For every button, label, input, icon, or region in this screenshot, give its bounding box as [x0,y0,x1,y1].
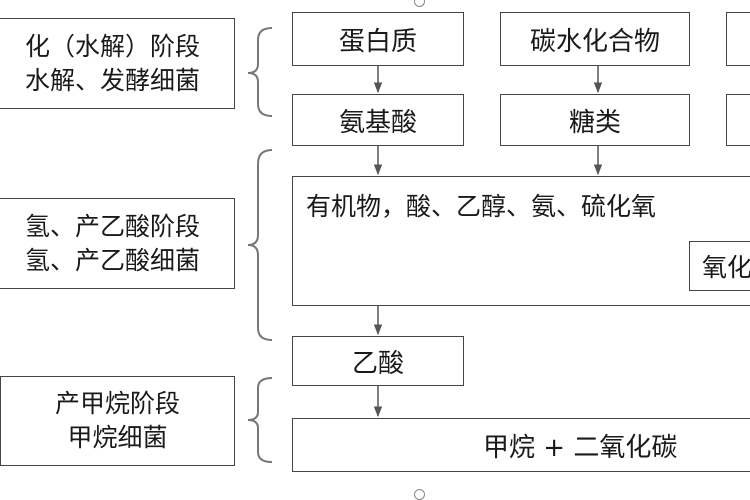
node-protein-label: 蛋白质 [338,26,417,57]
node-carbohydrate: 碳水化合物 [500,12,690,66]
stage-acetogenesis-bacteria: 氢、产乙酸细菌 [24,245,200,275]
brace-hydrolysis [247,27,273,117]
stage-acetogenesis: 氢、产乙酸阶段 氢、产乙酸细菌 [0,198,235,289]
stage-hydrolysis: 化（水解）阶段 水解、发酵细菌 [0,18,235,109]
node-sugar-label: 糖类 [568,107,621,138]
node-protein: 蛋白质 [292,12,464,66]
node-amino-acid-label: 氨基酸 [338,107,417,138]
stage-hydrolysis-name: 化（水解）阶段 [24,31,200,61]
node-acetic-acid: 乙酸 [292,336,464,386]
node-intermediates: 有机物，酸、乙醇、氨、硫化氧 氧化 [292,176,750,306]
stage-acetogenesis-name: 氢、产乙酸阶段 [24,211,200,241]
node-intermediates-label: 有机物，酸、乙醇、氨、硫化氧 [306,192,657,221]
stage-methanogenesis-name: 产甲烷阶段 [54,389,180,419]
node-products: 甲烷 + 二氧化碳 [292,418,750,472]
stage-hydrolysis-bacteria: 水解、发酵细菌 [24,65,200,95]
node-sugar: 糖类 [500,94,690,146]
selection-handle-top[interactable] [414,0,425,7]
node-products-label: 甲烷 + 二氧化碳 [483,432,678,463]
node-inner-partial-label: 氧化 [702,253,750,282]
node-acetic-acid-label: 乙酸 [351,348,404,379]
node-amino-acid: 氨基酸 [292,94,464,146]
brace-acetogenesis [247,149,273,341]
node-carbohydrate-label: 碳水化合物 [529,26,660,57]
selection-handle-bottom[interactable] [414,489,425,500]
brace-methanogenesis [247,377,273,463]
node-inner-partial: 氧化 [689,241,750,291]
stage-methanogenesis: 产甲烷阶段 甲烷细菌 [0,376,235,466]
node-cut-second-right [726,94,750,146]
node-cut-top-right [726,12,750,66]
stage-methanogenesis-bacteria: 甲烷细菌 [67,423,168,452]
